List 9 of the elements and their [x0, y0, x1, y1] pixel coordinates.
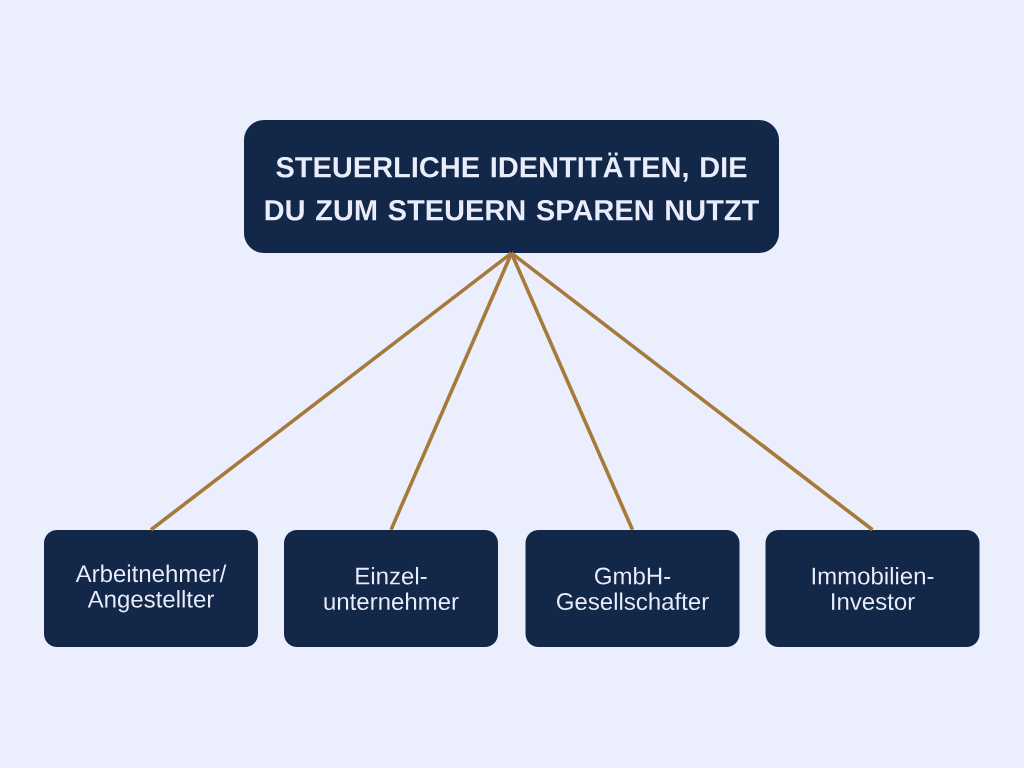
category-box: Einzel- unternehmer	[284, 530, 498, 647]
category-box: Immobilien- Investor	[765, 530, 980, 647]
connector-line	[149, 251, 513, 532]
connector-line	[510, 251, 874, 532]
category-box: GmbH- Gesellschafter	[525, 530, 740, 647]
connector-line	[389, 252, 514, 531]
topic-box: STEUERLICHE IDENTITÄTEN, DIE DU ZUM STEUERN SPAREN NUTZT	[244, 120, 779, 253]
category-box: Arbeitnehmer/ Angestellter	[44, 530, 258, 647]
connector-line	[509, 252, 635, 531]
